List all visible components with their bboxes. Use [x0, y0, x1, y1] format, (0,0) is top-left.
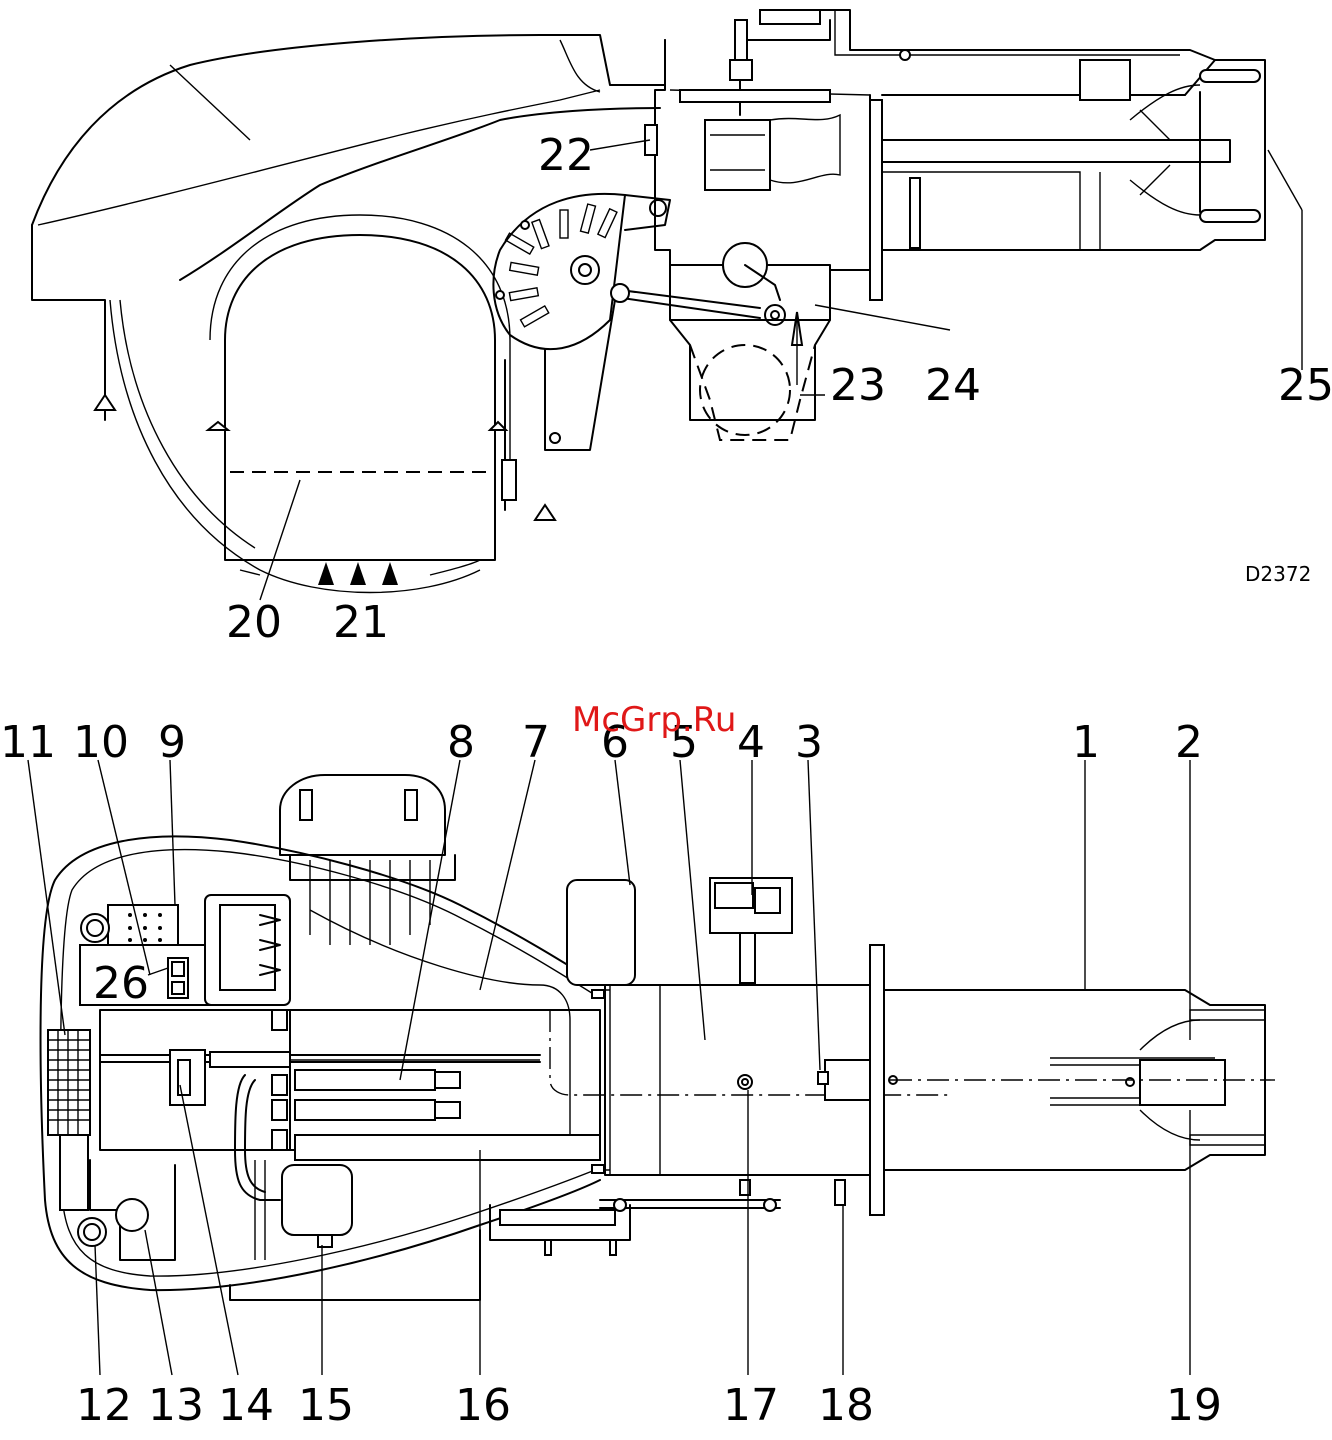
callout-numbers: 22 23 24 25 20 21 11 10 9 8 7 6 5 4 3 1 …	[0, 130, 1332, 1431]
callout-21: 21	[333, 597, 389, 648]
callout-23: 23	[830, 360, 886, 411]
hood-lower-edge	[32, 225, 105, 420]
leader-lines-top	[260, 140, 1302, 600]
callout-15: 15	[298, 1380, 354, 1431]
callout-12: 12	[76, 1380, 132, 1431]
callout-20: 20	[226, 597, 282, 648]
pressure-switch	[710, 878, 792, 983]
air-damper-sector	[493, 194, 625, 349]
callout-3: 3	[795, 717, 823, 768]
oil-pump	[282, 1165, 352, 1235]
callout-4: 4	[737, 717, 765, 768]
callout-26: 26	[93, 958, 149, 1009]
callout-16: 16	[455, 1380, 511, 1431]
callout-17: 17	[723, 1380, 779, 1431]
callout-10: 10	[73, 717, 129, 768]
callout-19: 19	[1166, 1380, 1222, 1431]
side-view	[32, 10, 1302, 600]
mounting-flange-plan	[870, 945, 884, 1215]
callout-9: 9	[158, 717, 186, 768]
callout-14: 14	[218, 1380, 274, 1431]
callout-2: 2	[1175, 717, 1203, 768]
plan-view	[28, 760, 1275, 1375]
fan-motor	[280, 775, 455, 945]
callout-13: 13	[148, 1380, 204, 1431]
callout-7: 7	[522, 717, 550, 768]
callout-25: 25	[1278, 360, 1332, 411]
callout-1: 1	[1072, 717, 1100, 768]
drawing-code: D2372	[1245, 562, 1311, 586]
air-slots	[318, 562, 398, 585]
callout-11: 11	[0, 717, 56, 768]
mounting-flange	[870, 100, 882, 300]
terminal-strip	[48, 1030, 90, 1210]
callout-24: 24	[925, 360, 981, 411]
callout-8: 8	[447, 717, 475, 768]
servo-motor	[670, 243, 830, 440]
callout-18: 18	[818, 1380, 874, 1431]
watermark-text: McGrp.Ru	[572, 700, 736, 740]
callout-22: 22	[538, 130, 594, 181]
air-intake-housing	[225, 235, 495, 560]
